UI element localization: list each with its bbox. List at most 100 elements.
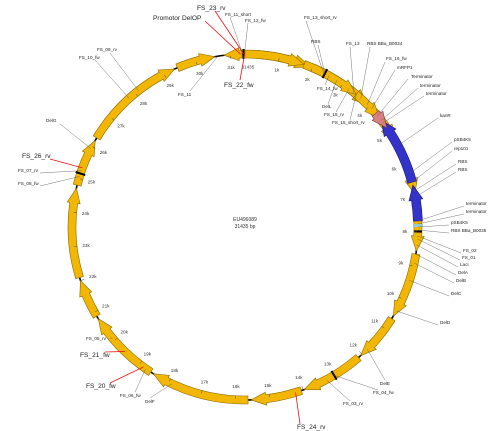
feature-arrow-kanr[interactable] xyxy=(380,119,417,184)
label-deld[interactable]: DelD xyxy=(440,320,451,325)
tick-label: 20k xyxy=(120,329,128,334)
label-fs-24-rv[interactable]: FS_24_rv xyxy=(297,424,326,431)
label-fs-26-rv[interactable]: FS_26_rv xyxy=(22,153,51,160)
label-promotor-delop[interactable]: Promotor DelOP xyxy=(153,15,202,22)
label-fs-11-short[interactable]: FS_11_short xyxy=(225,12,252,17)
label-fs-20-fw[interactable]: FS_20_fw xyxy=(86,383,116,390)
label-fs-07-rv[interactable]: FS_07_rv xyxy=(18,168,39,173)
tick-mark xyxy=(398,296,402,299)
label-rep101[interactable]: rep101 xyxy=(454,146,469,151)
tick-label: 28k xyxy=(140,101,148,106)
label-delc[interactable]: DelC xyxy=(451,291,462,296)
tick-mark xyxy=(135,93,139,97)
feature-arrow-16[interactable] xyxy=(223,47,243,62)
leader-fs-11-short xyxy=(229,16,243,55)
tick-label: 26k xyxy=(100,150,108,155)
label-terminator-2[interactable]: terminator xyxy=(420,83,441,88)
label-terminator-4[interactable]: terminator xyxy=(466,201,487,206)
tick-mark xyxy=(92,146,96,149)
label-fs-03-rv[interactable]: FS_03_rv xyxy=(343,401,364,406)
label-fs-21-fw[interactable]: FS_21_fw xyxy=(80,352,110,359)
label-psb4k5-b[interactable]: pSB4K5 xyxy=(451,220,468,225)
label-rbs-bba-b0034[interactable]: RBS BBa_B0034 xyxy=(367,41,403,46)
label-fs-15-short-rv[interactable]: FS_15_short_rv xyxy=(332,120,365,125)
leader-terminator-2 xyxy=(381,87,419,121)
feature-arrow-14[interactable] xyxy=(92,68,176,141)
label-dela[interactable]: DelA xyxy=(458,270,469,275)
tick-mark xyxy=(366,106,369,110)
feature-arrow-rep101[interactable] xyxy=(408,184,424,222)
tick-mark xyxy=(402,164,406,166)
label-terminator-3[interactable]: terminator xyxy=(426,91,447,96)
label-rbs-top[interactable]: RBS xyxy=(311,39,320,44)
feature-arrow-dele[interactable] xyxy=(360,316,396,357)
label-dele[interactable]: DelE xyxy=(380,381,390,386)
feature-arrow-18[interactable] xyxy=(302,60,357,95)
tick-mark xyxy=(201,390,203,394)
feature-arrow-deld[interactable] xyxy=(392,253,421,317)
tick-mark xyxy=(164,74,167,78)
tick-label: 2k xyxy=(305,77,311,82)
label-mrfp1[interactable]: mRFP1 xyxy=(397,65,413,70)
tick-mark xyxy=(332,371,335,375)
label-rbs-a[interactable]: RBS xyxy=(458,159,467,164)
feature-arrow-delf[interactable] xyxy=(152,373,249,405)
feature-arrow-19[interactable] xyxy=(353,90,380,119)
tick-label: 14k xyxy=(295,375,303,380)
feature-arrow-17[interactable] xyxy=(244,49,305,67)
tick-mark xyxy=(111,118,115,121)
label-terminator-1[interactable]: Terminator xyxy=(411,74,433,79)
label-terminator-5[interactable]: terminator xyxy=(466,209,487,214)
leader-fs-11 xyxy=(189,56,219,92)
label-fs-13[interactable]: FS_13 xyxy=(346,41,360,46)
feature-arrow-15[interactable] xyxy=(175,53,216,72)
plasmid-name: EU496089 xyxy=(233,217,257,223)
leader-psb4k5-a xyxy=(409,141,453,174)
label-fs-11[interactable]: FS_11 xyxy=(178,92,192,97)
label-fs-09-rv[interactable]: FS_09_rv xyxy=(97,47,118,52)
label-delg[interactable]: DelG xyxy=(46,118,57,123)
label-fs-12-fw[interactable]: FS_12_fw xyxy=(245,18,266,23)
feature-arrow-13[interactable] xyxy=(72,139,96,187)
label-fs-16-fw[interactable]: FS_16_fw xyxy=(386,56,407,61)
label-fs-04-fw[interactable]: FS_04_fw xyxy=(373,390,394,395)
label-fs-22-fw[interactable]: FS_22_fw xyxy=(224,82,254,89)
label-fs-01[interactable]: FS_01 xyxy=(462,255,476,260)
feature-arrow-mrfp1[interactable] xyxy=(371,110,388,129)
label-fs-23-rv[interactable]: FS_23_rv xyxy=(197,5,226,12)
label-delf[interactable]: DelF xyxy=(145,399,155,404)
label-psb4k5-a[interactable]: pSB4K5 xyxy=(454,137,471,142)
label-rbs-b[interactable]: RBS xyxy=(458,167,467,172)
tick-label: 24k xyxy=(82,211,90,216)
leader-fs-23-rv xyxy=(214,10,245,55)
tick-label: 23k xyxy=(82,243,90,248)
leader-rbs-b xyxy=(415,171,457,198)
label-fs-05-rv[interactable]: FS_05_rv xyxy=(86,336,107,341)
tick-mark xyxy=(301,386,304,390)
label-fs-02[interactable]: FS_02 xyxy=(463,248,477,253)
tick-mark xyxy=(168,378,171,382)
label-fs-08-fw[interactable]: FS_08_fw xyxy=(18,181,39,186)
leader-fs-07-rv xyxy=(39,170,82,174)
label-fs-13-short-rv[interactable]: FS_13_short_rv xyxy=(304,15,337,20)
tick-label: 7k xyxy=(400,197,406,202)
feature-arrow-delg[interactable] xyxy=(66,187,84,280)
tick-label: 4k xyxy=(357,113,363,118)
leader-psb4k5-b xyxy=(417,224,450,228)
feature-arrow-8[interactable] xyxy=(250,386,304,406)
label-fs-15-rv[interactable]: FS_15_rv xyxy=(324,112,345,117)
label-delb[interactable]: DelB xyxy=(456,278,466,283)
label-fs-06-fw[interactable]: FS_06_fw xyxy=(120,393,141,398)
label-dell[interactable]: DelL xyxy=(322,104,332,109)
tick-mark xyxy=(409,264,413,267)
feature-arrow-10[interactable] xyxy=(97,318,154,376)
label-fs-14-fw[interactable]: FS_14_fw xyxy=(317,86,338,91)
label-fs-10-fw[interactable]: FS_10_fw xyxy=(79,55,100,60)
label-rbs-bba-b0035[interactable]: RBS BBa_B0035 xyxy=(451,228,487,233)
tick-label: 16k xyxy=(232,384,240,389)
feature-arrow-11[interactable] xyxy=(79,279,101,319)
tick-mark xyxy=(196,61,198,65)
label-laci[interactable]: LacI xyxy=(460,262,469,267)
label-kanr[interactable]: kanR xyxy=(440,113,451,118)
